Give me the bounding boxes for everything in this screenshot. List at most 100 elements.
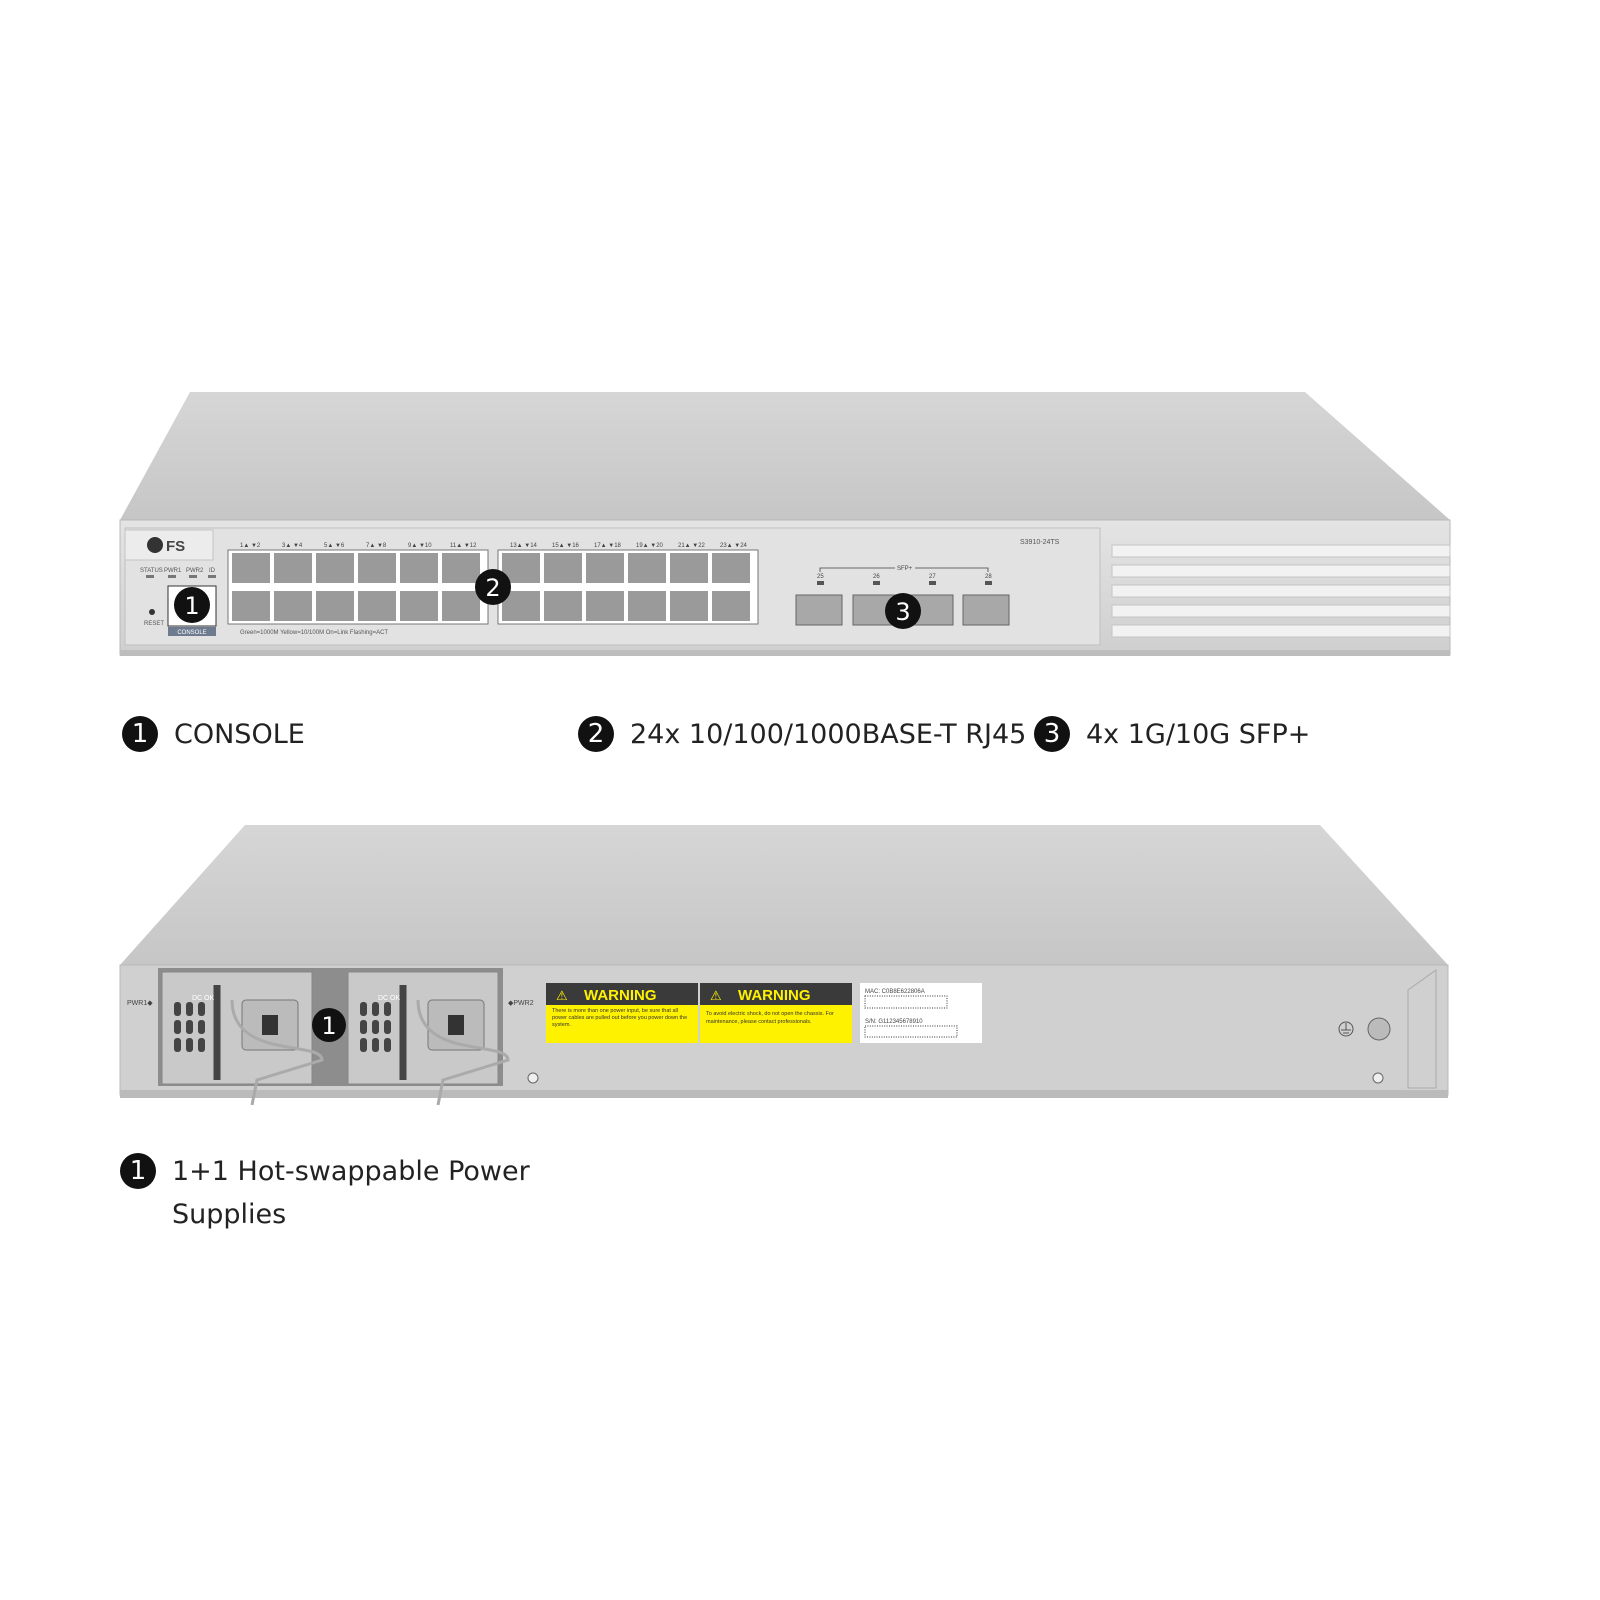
vent-slats [1111, 544, 1451, 638]
rj45-port[interactable] [442, 553, 480, 583]
sfp-led [873, 581, 880, 585]
callout-text: 24x 10/100/1000BASE-T RJ45 [630, 719, 1027, 750]
port-legend: Green=1000M Yellow=10/100M On=Link Flash… [240, 630, 388, 636]
sfp-group-label: SFP+ [897, 566, 913, 572]
warning-icon: ⚠ [710, 988, 722, 1003]
rj45-port[interactable] [232, 553, 270, 583]
callout-text: CONSOLE [174, 719, 305, 750]
cable-retainer [416, 999, 510, 1106]
warning-icon: ⚠ [556, 988, 568, 1003]
callout-number: 1 [122, 716, 158, 752]
rj45-port-group: 1▲ ▼2 3▲ ▼4 5▲ ▼6 7▲ ▼8 9▲ ▼10 11▲ ▼12 13▲ ▼14… [227, 543, 759, 625]
sfp-port[interactable] [962, 594, 1010, 626]
rj45-port[interactable] [670, 553, 708, 583]
reset-label: RESET [144, 621, 164, 627]
port-pair-label: 3▲ ▼4 [282, 543, 303, 549]
rj45-port[interactable] [544, 591, 582, 621]
port-pair-label: 13▲ ▼14 [510, 543, 538, 549]
svg-text:WARNING: WARNING [584, 987, 657, 1004]
callout-number: 3 [1034, 716, 1070, 752]
mac-address: MAC: C0B8E622806A [865, 989, 925, 995]
rj45-port[interactable] [358, 591, 396, 621]
sfp-port-label: 26 [873, 574, 880, 580]
svg-text:1: 1 [184, 592, 199, 620]
callout-console: 1 CONSOLE [122, 713, 305, 756]
sfp-led [929, 581, 936, 585]
svg-text:WARNING: WARNING [738, 987, 811, 1004]
rj45-port[interactable] [358, 553, 396, 583]
rj45-port[interactable] [712, 553, 750, 583]
led-label-id: ID [209, 568, 216, 574]
rj45-port[interactable] [442, 591, 480, 621]
rj45-port[interactable] [274, 591, 312, 621]
chassis-top-back [120, 825, 1448, 965]
sfp-port[interactable] [795, 594, 843, 626]
port-pair-label: 11▲ ▼12 [450, 543, 477, 549]
rj45-port[interactable] [232, 591, 270, 621]
port-pair-label: 21▲ ▼22 [678, 543, 706, 549]
led-pwr2 [189, 575, 197, 578]
console-label-strip [168, 627, 216, 636]
warning-label-1: ⚠ WARNING There is more than one power i… [546, 983, 698, 1043]
rj45-port[interactable] [274, 553, 312, 583]
power-supply-2[interactable]: DC OK [347, 971, 510, 1106]
warning-label-2: ⚠ WARNING To avoid electric shock, do no… [700, 983, 852, 1043]
rj45-port[interactable] [670, 591, 708, 621]
logo-plate [124, 529, 214, 561]
port-pair-label: 1▲ ▼2 [240, 543, 261, 549]
ground-icon [1338, 1021, 1354, 1037]
ground-screw [1367, 1017, 1391, 1041]
marker-3: 3 [885, 593, 921, 629]
pwr2-label: ◆PWR2 [508, 1000, 534, 1007]
cable-retainer [230, 999, 324, 1106]
led-status [146, 575, 154, 578]
rj45-port[interactable] [316, 591, 354, 621]
serial-number: S/N: G112345678910 [865, 1019, 923, 1025]
power-supply-1[interactable]: DC OK [161, 971, 324, 1106]
callout-rj45: 2 24x 10/100/1000BASE-T RJ45 [578, 713, 1026, 756]
psu-status-label: DC OK [378, 995, 401, 1002]
port-pair-label: 19▲ ▼20 [636, 543, 664, 549]
led-id [208, 575, 216, 578]
psu-status-label: DC OK [192, 995, 215, 1002]
led-label-pwr2: PWR2 [186, 568, 204, 574]
rj45-port[interactable] [316, 553, 354, 583]
fs-logo-icon [147, 537, 163, 553]
rj45-port[interactable] [628, 553, 666, 583]
callout-text: 4x 1G/10G SFP+ [1086, 719, 1311, 750]
console-label: CONSOLE [177, 630, 206, 636]
port-pair-label: 5▲ ▼6 [324, 543, 345, 549]
port-pair-label: 15▲ ▼16 [552, 543, 580, 549]
callout-number: 2 [578, 716, 614, 752]
port-pair-label: 9▲ ▼10 [408, 543, 432, 549]
sfp-led [985, 581, 992, 585]
callout-power-supplies: 1 1+1 Hot-swappable Power Supplies [120, 1150, 532, 1236]
switch-front: FS STATUS PWR1 PWR2 ID RESET CONSOLE 1▲ … [119, 392, 1451, 656]
sfp-led [817, 581, 824, 585]
port-pair-label: 17▲ ▼18 [594, 543, 622, 549]
chassis-top [120, 392, 1450, 520]
rj45-port[interactable] [400, 591, 438, 621]
rj45-port[interactable] [544, 553, 582, 583]
callout-number: 1 [120, 1153, 156, 1189]
rj45-port[interactable] [628, 591, 666, 621]
rj45-port[interactable] [586, 553, 624, 583]
reset-button[interactable] [149, 609, 155, 615]
screw-icon [1372, 1072, 1384, 1084]
serial-label: MAC: C0B8E622806A S/N: G112345678910 [860, 983, 982, 1043]
rj45-port[interactable] [712, 591, 750, 621]
callout-text: 1+1 Hot-swappable Power Supplies [172, 1156, 530, 1230]
marker-1: 1 [174, 587, 210, 623]
port-pair-label: 7▲ ▼8 [366, 543, 387, 549]
rj45-port[interactable] [400, 553, 438, 583]
led-label-pwr1: PWR1 [164, 568, 182, 574]
svg-text:1: 1 [321, 1012, 336, 1040]
rj45-port[interactable] [586, 591, 624, 621]
sfp-port-label: 27 [929, 574, 936, 580]
sfp-port-label: 28 [985, 574, 992, 580]
svg-text:2: 2 [485, 574, 500, 602]
led-label-status: STATUS [140, 568, 163, 574]
